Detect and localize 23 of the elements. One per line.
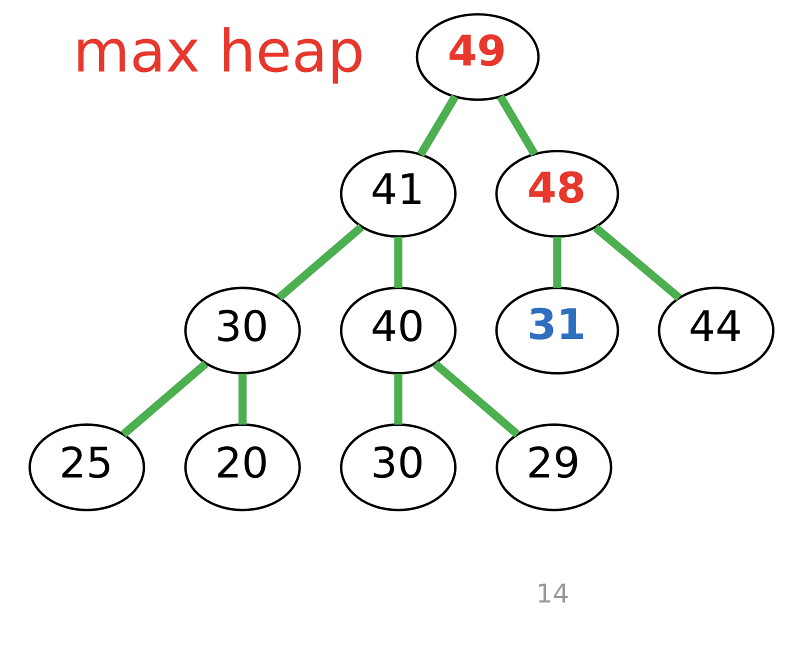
node-ellipse: 49 (415, 13, 540, 101)
node-ellipse: 40 (339, 286, 456, 374)
node-ellipse: 20 (184, 423, 300, 512)
connector (120, 360, 208, 438)
connector (394, 236, 402, 288)
connector (416, 94, 458, 157)
node-ellipse: 25 (28, 423, 145, 512)
node-ellipse: 30 (184, 286, 300, 374)
connector (394, 374, 402, 425)
label: 14 (536, 580, 569, 610)
label: max heap (72, 17, 364, 86)
node-ellipse: 44 (657, 286, 774, 374)
node-ellipse: 41 (339, 150, 456, 238)
node-ellipse: 29 (495, 423, 612, 512)
connector (552, 236, 561, 288)
node-ellipse: 48 (494, 150, 619, 238)
node-ellipse: 30 (339, 423, 456, 512)
connector (276, 224, 364, 301)
connector (432, 360, 520, 438)
node-ellipse: 31 (494, 286, 619, 374)
connector (496, 94, 538, 156)
connector (238, 374, 246, 425)
connector (592, 224, 682, 301)
